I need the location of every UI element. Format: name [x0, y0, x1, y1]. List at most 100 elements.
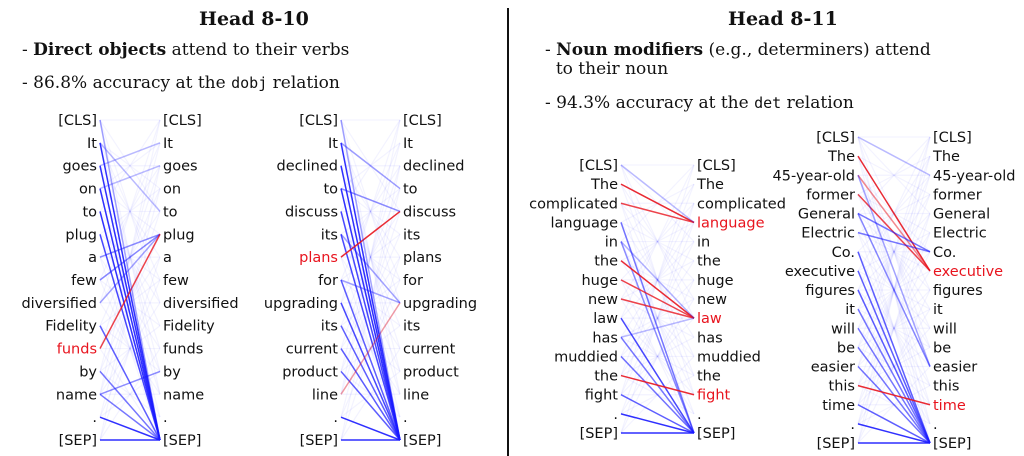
attention-edge	[620, 241, 695, 434]
token-right: upgrading	[403, 296, 477, 312]
token-right: a	[163, 250, 172, 266]
attention-edge-faint	[99, 188, 161, 235]
attention-edge	[857, 270, 931, 444]
token-left: funds	[57, 342, 97, 358]
attention-edge	[99, 416, 161, 441]
token-left: [SEP]	[817, 436, 855, 452]
attention-edge	[857, 365, 931, 444]
token-left: on	[79, 182, 97, 198]
attention-edge-faint	[340, 142, 401, 372]
token-right: will	[933, 321, 957, 337]
bullet-text: (e.g., determiners) attend	[703, 40, 931, 60]
attention-edge	[340, 416, 401, 441]
attention-edge	[857, 136, 931, 176]
token-right: [CLS]	[403, 113, 442, 129]
attention-edge-faint	[340, 119, 401, 395]
attention-edge-faint	[857, 232, 931, 425]
token-right: .	[697, 407, 702, 423]
attention-edge-faint	[99, 119, 161, 212]
attention-edge-faint	[857, 213, 931, 444]
token-left: plans	[299, 250, 338, 266]
token-right: law	[697, 311, 722, 327]
token-right: discuss	[403, 204, 456, 220]
attention-edge-faint	[340, 233, 401, 281]
attention-edge-faint	[340, 256, 401, 441]
attention-edge-faint	[620, 203, 695, 434]
token-left: current	[286, 342, 339, 358]
bullet-text: relation	[267, 73, 340, 93]
attention-edge-faint	[340, 233, 401, 281]
token-left: .	[613, 407, 618, 423]
attention-edge	[99, 165, 161, 190]
attention-edge	[99, 119, 161, 441]
attention-edge-faint	[857, 289, 931, 367]
token-left: name	[56, 387, 97, 403]
head-8-10-title: Head 8-10	[199, 8, 309, 30]
attention-edge-faint	[857, 194, 931, 310]
token-left: figures	[805, 283, 855, 299]
attention-edge	[620, 279, 695, 319]
attention-edge-faint	[857, 136, 931, 214]
attention-edge	[620, 298, 695, 319]
attention-edge-faint	[99, 302, 161, 395]
token-left: will	[831, 321, 855, 337]
token-left: the	[594, 369, 618, 385]
attention-edge-faint	[620, 298, 695, 415]
attention-edge-faint	[340, 142, 401, 281]
token-right: be	[933, 340, 951, 356]
token-right: [SEP]	[697, 426, 735, 442]
head-8-11-title: Head 8-11	[728, 8, 838, 30]
attention-edge-faint	[99, 325, 161, 372]
token-left: law	[593, 311, 618, 327]
token-left: [SEP]	[580, 426, 618, 442]
attention-edge-faint	[620, 241, 695, 395]
attention-edge-faint	[620, 221, 695, 262]
attention-edge-faint	[857, 174, 931, 329]
token-left: Fidelity	[45, 319, 97, 335]
attention-edge	[857, 251, 931, 444]
attention-edge	[620, 413, 695, 434]
attention-edge-faint	[340, 142, 401, 372]
attention-edge	[340, 279, 401, 441]
token-right: huge	[697, 273, 734, 289]
token-right: complicated	[697, 196, 786, 212]
attention-edge	[620, 394, 695, 434]
bullet-text: attend to their verbs	[166, 40, 350, 60]
token-right: 45-year-old	[933, 168, 1015, 184]
token-left: The	[590, 177, 618, 193]
token-right: by	[163, 364, 181, 380]
token-left: upgrading	[264, 296, 338, 312]
attention-edge	[857, 155, 931, 272]
token-left: Co.	[832, 245, 855, 261]
bullet-text: 94.3% accuracy at the	[556, 93, 755, 113]
token-right: muddied	[697, 349, 761, 365]
attention-edge-faint	[340, 142, 401, 190]
attention-edge	[620, 317, 695, 339]
attention-edge	[857, 212, 931, 253]
attention-edge	[99, 211, 161, 441]
attention-edge-faint	[99, 370, 161, 418]
attention-edge-faint	[340, 119, 401, 304]
token-left: [CLS]	[299, 113, 338, 129]
bullet-bold: Direct objects	[33, 40, 167, 60]
token-right: current	[403, 342, 456, 358]
attention-edge-faint	[857, 174, 931, 329]
token-right: it	[933, 302, 943, 318]
attention-edge	[99, 370, 161, 441]
attention-edge-faint	[99, 302, 161, 395]
token-left: easier	[811, 360, 855, 376]
token-left: product	[282, 364, 338, 380]
token-right: fight	[697, 388, 731, 404]
token-left: line	[312, 387, 338, 403]
token-right: easier	[933, 360, 977, 376]
attention-edge-faint	[340, 279, 401, 418]
attention-edge-faint	[620, 298, 695, 338]
token-right: plug	[163, 227, 195, 243]
attention-edge-faint	[340, 165, 401, 258]
attention-edge	[340, 188, 401, 441]
attention-edge-faint	[99, 279, 161, 418]
attention-edge	[99, 233, 161, 281]
attention-edge-faint	[857, 213, 931, 291]
